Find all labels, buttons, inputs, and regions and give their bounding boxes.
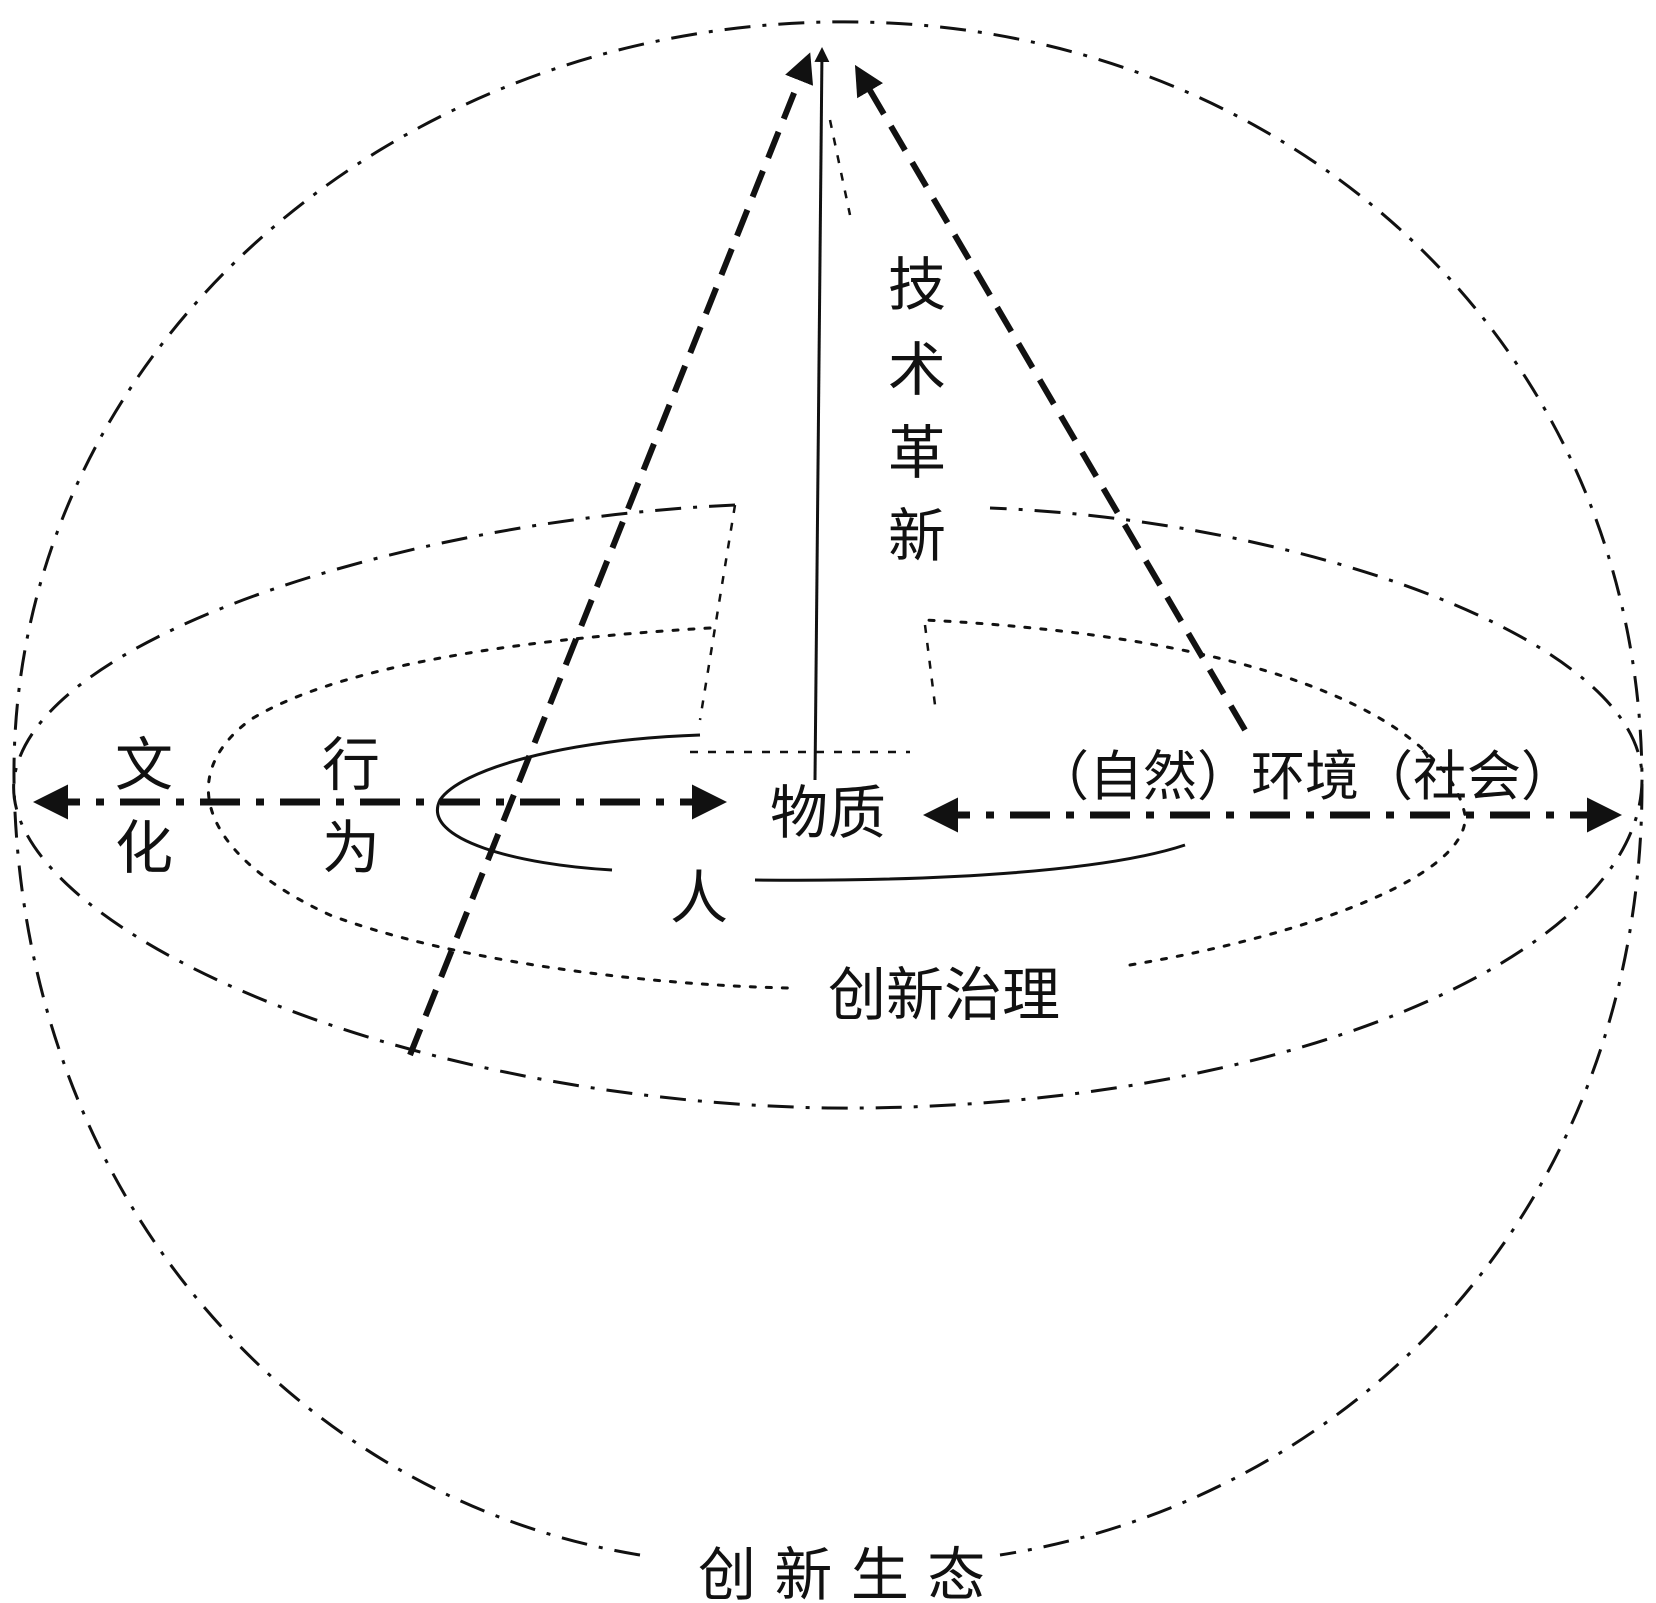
label-material: 物质	[770, 779, 886, 847]
label-culture-1: 文	[115, 731, 173, 799]
label-technology-2: 术	[888, 336, 946, 404]
label-ecosystem: 创 新 生 态	[698, 1541, 985, 1603]
label-behavior-2: 为	[322, 814, 380, 882]
inner-connector-right	[923, 624, 937, 706]
technology-innovation-arrow	[813, 47, 830, 781]
label-technology-3: 革	[888, 419, 946, 487]
inner-connector-upper	[828, 119, 852, 216]
label-environment: （自然）环境（社会）	[1035, 745, 1575, 808]
person-ellipse-right	[754, 843, 1186, 882]
cone-right-edge	[854, 64, 1248, 732]
governance-outer-ellipse	[12, 503, 1644, 1110]
label-person: 人	[670, 864, 728, 932]
label-technology-4: 新	[888, 502, 946, 570]
inner-connector-left	[698, 504, 737, 721]
label-culture-2: 化	[115, 814, 173, 882]
cone-left-edge	[407, 52, 814, 1057]
label-technology-1: 技	[888, 251, 946, 319]
governance-inner-ellipse	[207, 626, 792, 990]
label-governance: 创新治理	[828, 961, 1060, 1029]
label-behavior-1: 行	[322, 731, 380, 799]
